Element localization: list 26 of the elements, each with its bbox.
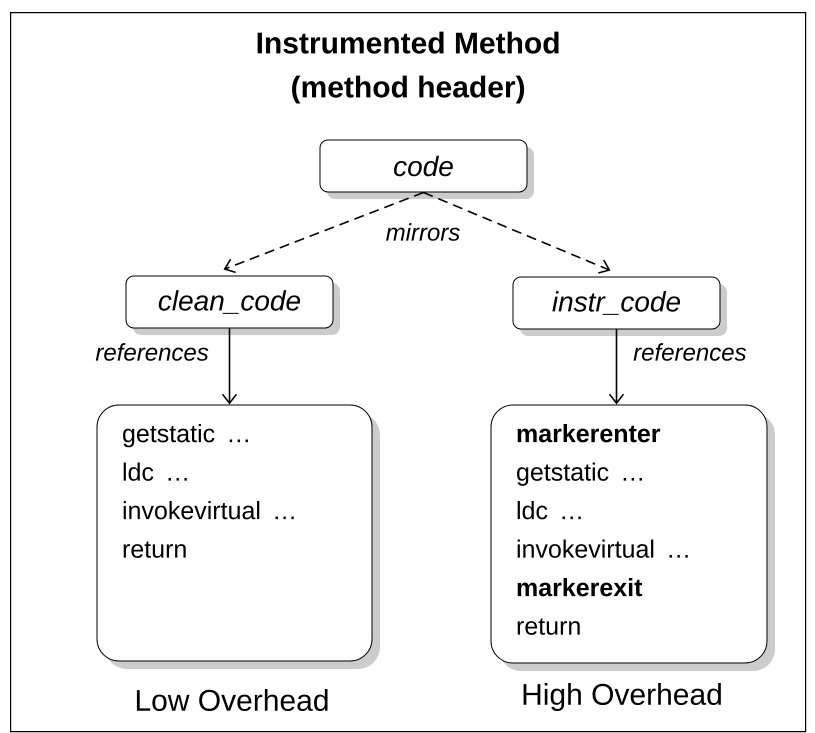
arrow xyxy=(608,330,624,404)
arrow xyxy=(224,192,424,274)
code-line: return xyxy=(518,618,580,635)
code-line: invokevirtual … xyxy=(518,540,688,558)
code-line: markerenter xyxy=(518,424,660,442)
code-line: invokevirtual … xyxy=(124,501,294,520)
code-line: markerexit xyxy=(518,578,642,596)
frame xyxy=(10,12,806,732)
code-line: ldc … xyxy=(124,462,187,481)
code-line: getstatic … xyxy=(123,424,248,448)
rounded-box: clean_code xyxy=(126,276,340,335)
edge-label: references xyxy=(94,342,210,362)
arrow xyxy=(222,328,238,404)
node-label: Low Overhead xyxy=(136,688,328,712)
rounded-box xyxy=(96,404,380,669)
code-line: ldc … xyxy=(518,501,581,520)
arrow xyxy=(423,192,610,274)
code-line: return xyxy=(124,541,186,558)
edge-label: references xyxy=(632,342,748,362)
rounded-box xyxy=(490,404,775,671)
node-label: High Overhead xyxy=(524,683,721,711)
rounded-box: code xyxy=(320,140,534,199)
code-line: getstatic … xyxy=(517,462,642,486)
edge-label: mirrors xyxy=(384,222,462,242)
title: Instrumented Method (method header) xyxy=(258,32,559,104)
rounded-box: instr_code xyxy=(512,276,727,336)
